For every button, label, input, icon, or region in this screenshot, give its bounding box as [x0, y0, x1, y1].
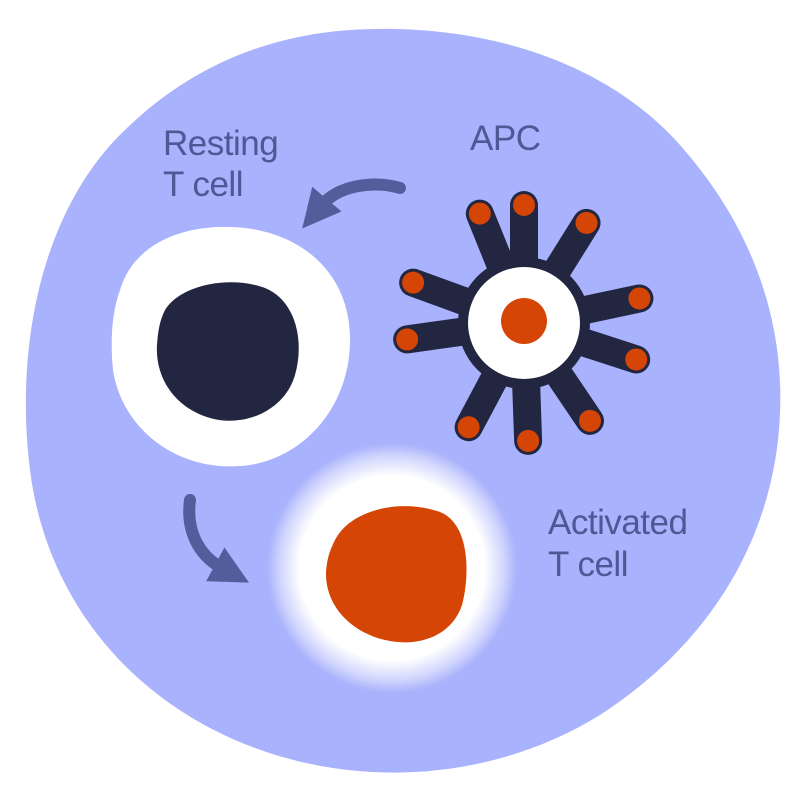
apc-dendrite-tip	[578, 409, 601, 432]
curved-arrow-down-icon	[183, 494, 250, 583]
apc-dendrite-tip	[468, 202, 491, 225]
activated-label-line1: Activated	[548, 503, 687, 542]
curved-arrow-left-icon	[302, 178, 406, 229]
apc-dendrite-tip	[457, 416, 480, 439]
activated-t-cell-nucleus	[325, 506, 467, 643]
activated-label-line2: T cell	[548, 545, 628, 584]
apc-dendrite-tip	[396, 328, 419, 351]
apc-label: APC	[470, 119, 540, 158]
apc-dendritic-cell	[393, 191, 654, 455]
apc-dendrite-tip	[517, 429, 540, 452]
apc-dendrite-tip	[628, 287, 651, 310]
apc-dendrite-tip	[513, 194, 535, 216]
resting-label-line2: T cell	[163, 165, 243, 204]
apc-dendrite-tip	[625, 348, 648, 371]
resting-t-cell	[111, 226, 351, 467]
apc-dendrite-tip	[575, 211, 598, 234]
activated-t-cell	[267, 443, 517, 693]
resting-t-cell-nucleus	[156, 282, 299, 421]
resting-label-line1: Resting	[163, 124, 278, 163]
apc-nucleus	[501, 298, 547, 344]
apc-dendrite-tip	[402, 271, 425, 294]
